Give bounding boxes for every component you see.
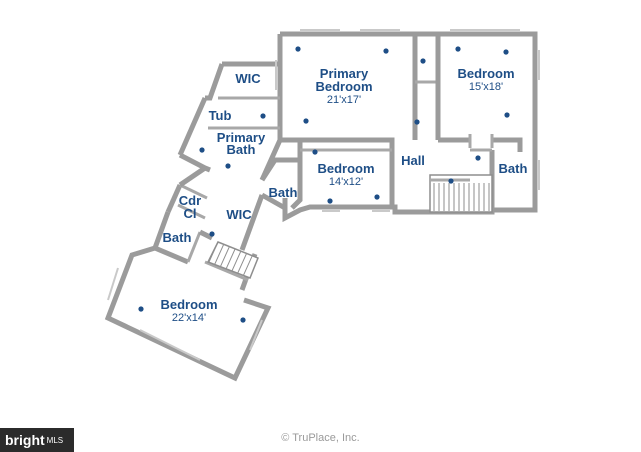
stair-tread (208, 241, 219, 263)
dim-bedroom-center: 14'x12' (329, 176, 363, 188)
label-tub: Tub (209, 108, 232, 123)
stair-tread (242, 255, 253, 276)
label-bedroom-sw: Bedroom (160, 297, 217, 312)
label-bedroom-center: Bedroom (317, 161, 374, 176)
label-wic-mid: WIC (226, 207, 252, 222)
label-primary-bedroom-1: Primary (320, 66, 369, 81)
label-cdr-cl-1: Cdr (179, 193, 201, 208)
stair-tread (214, 244, 225, 265)
stairs-east (429, 174, 493, 213)
dim-bedroom-ne: 15'x18' (469, 81, 503, 93)
dim-primary-bedroom: 21'x17' (327, 94, 361, 106)
label-wic-top: WIC (235, 71, 261, 86)
label-bath-west: Bath (163, 230, 192, 245)
stair-tread (219, 246, 230, 267)
walls (104, 31, 538, 382)
stairs-west (206, 241, 259, 279)
stair-tread (231, 250, 242, 272)
fixture-dots (138, 46, 510, 323)
stair-tread (225, 248, 236, 270)
label-bath-center: Bath (269, 185, 298, 200)
label-hall: Hall (401, 153, 425, 168)
copyright-text: © TruPlace, Inc. (281, 432, 360, 444)
logo-text: bright (5, 432, 45, 448)
windows (107, 29, 540, 361)
dim-bedroom-sw: 22'x14' (172, 312, 206, 324)
label-bedroom-ne: Bedroom (457, 66, 514, 81)
label-cdr-cl-2: Cl (184, 206, 197, 221)
label-bath-east: Bath (499, 161, 528, 176)
stair-tread (237, 253, 248, 274)
label-primary-bath-1: Primary (217, 130, 266, 145)
label-primary-bath-2: Bath (227, 142, 256, 157)
label-primary-bedroom-2: Bedroom (315, 79, 372, 94)
logo-suffix: MLS (46, 435, 64, 445)
